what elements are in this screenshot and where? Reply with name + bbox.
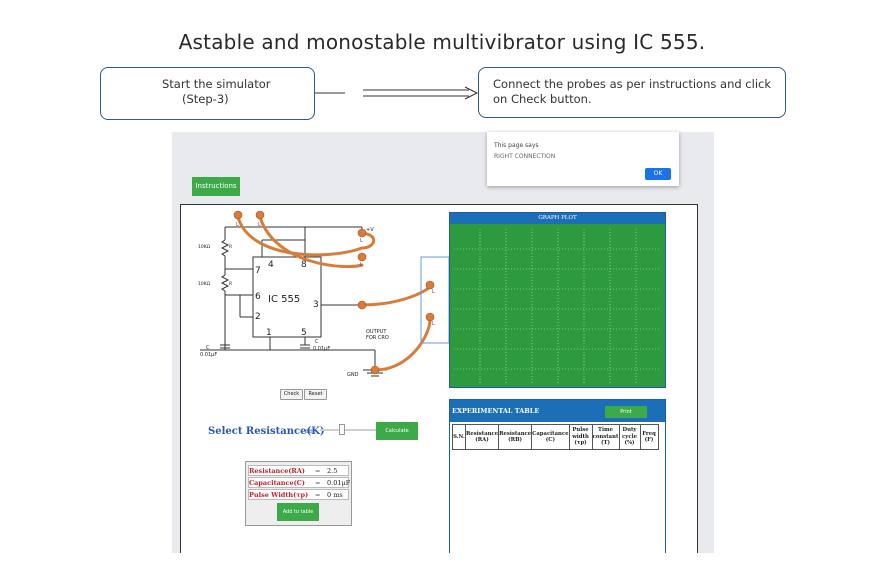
c-right-label: C xyxy=(315,339,319,345)
table-header-cell: Pulse width (τp) xyxy=(568,424,593,450)
pin-5: 5 xyxy=(301,328,307,338)
pin-8: 8 xyxy=(301,260,307,270)
experimental-table-title: EXPERIMENTAL TABLE xyxy=(452,407,540,415)
param-label: Pulse Width(τp) xyxy=(249,491,309,499)
ra-name: R xyxy=(229,244,232,250)
oscilloscope-grid xyxy=(454,229,661,384)
calculate-button[interactable]: Calculate xyxy=(376,422,418,440)
resistance-slider-thumb[interactable] xyxy=(339,424,346,435)
rb-name: R xyxy=(229,281,232,287)
table-header-cell: Time constant (T) xyxy=(591,424,620,450)
page-title: Astable and monostable multivibrator usi… xyxy=(178,30,706,54)
check-button[interactable]: Check xyxy=(280,389,303,400)
probe-terminal-8[interactable] xyxy=(425,312,435,322)
probe-label-5: L xyxy=(432,289,435,295)
table-header-cell: Duty cycle (%) xyxy=(618,424,641,450)
experimental-table: S.N. Resistance (RA) Resistance (RB) Cap… xyxy=(452,424,659,450)
select-resistance-label: Select Resistance(K) xyxy=(208,426,325,437)
probe-label-1: L xyxy=(236,222,239,228)
param-value: 0.01μF xyxy=(327,479,351,487)
pin-4: 4 xyxy=(268,260,274,270)
param-value: 0 ms xyxy=(327,491,343,499)
circuit-diagram: IC 555 4 8 7 6 2 3 1 5 10KΩ R 10KΩ R +V … xyxy=(198,210,450,378)
probe-terminal-5[interactable] xyxy=(357,300,367,310)
add-to-table-button[interactable]: Add to table xyxy=(277,503,319,521)
probe-terminal-3[interactable] xyxy=(357,228,367,238)
output-label-2: FOR CRO xyxy=(366,335,389,341)
graph-plot-title: GRAPH PLOT xyxy=(450,213,665,224)
param-eq: = xyxy=(315,467,321,475)
dialog-ok-button[interactable]: OK xyxy=(645,168,671,180)
table-header-cell: Freq (F) xyxy=(639,424,659,450)
cro-input-box xyxy=(420,256,450,344)
c-left-label: C xyxy=(206,345,210,351)
graph-plot-panel: GRAPH PLOT xyxy=(449,212,666,388)
table-header-cell: Resistance (RB) xyxy=(498,424,533,450)
c-right-value: 0.01μF xyxy=(313,346,330,352)
output-label: OUTPUT xyxy=(366,329,387,335)
callout-right-line1: Connect the probes as per instructions a… xyxy=(493,77,772,91)
callout-left-line2: (Step-3) xyxy=(182,92,229,106)
param-label: Resistance(RA) xyxy=(249,467,305,475)
pin-3: 3 xyxy=(313,300,319,310)
pin-1: 1 xyxy=(266,328,272,338)
table-header-cell: Resistance (RA) xyxy=(464,424,500,450)
param-row-capacitance: Capacitance(C) = 0.01μF xyxy=(248,477,351,488)
ic-label: IC 555 xyxy=(268,294,300,305)
table-header-cell: Capacitance (C) xyxy=(531,424,570,450)
param-label: Capacitance(C) xyxy=(249,479,305,487)
dialog-heading: This page says xyxy=(494,142,539,149)
probe-terminal-1[interactable] xyxy=(233,210,243,220)
instructions-button[interactable]: Instructions xyxy=(192,177,240,196)
callout-connect-probes: Connect the probes as per instructions a… xyxy=(478,67,786,118)
select-resistance-eq: = xyxy=(305,426,314,437)
experimental-table-panel: EXPERIMENTAL TABLE Print S.N. Resistance… xyxy=(449,399,666,553)
alert-dialog: This page says RIGHT CONNECTION OK xyxy=(487,132,679,186)
probe-terminal-2[interactable] xyxy=(255,210,265,220)
ra-value: 10KΩ xyxy=(198,244,211,250)
reset-button[interactable]: Reset xyxy=(304,389,327,400)
table-header-cell: S.N. xyxy=(452,424,466,450)
probe-label-2: L xyxy=(258,222,261,228)
rb-value: 10KΩ xyxy=(198,281,211,287)
dialog-message: RIGHT CONNECTION xyxy=(494,153,556,160)
probe-terminal-6[interactable] xyxy=(370,365,380,375)
probe-label-6: L xyxy=(432,321,435,327)
param-row-pulse-width: Pulse Width(τp) = 0 ms xyxy=(248,489,349,500)
pin-7: 7 xyxy=(255,266,261,276)
table-header-row: S.N. Resistance (RA) Resistance (RB) Cap… xyxy=(452,424,659,450)
callout-start-simulator: Start the simulator (Step-3) xyxy=(100,67,315,120)
experimental-table-header: EXPERIMENTAL TABLE Print xyxy=(450,400,665,422)
probe-label-4: L xyxy=(360,262,363,268)
param-eq: = xyxy=(315,491,321,499)
callout-right-line2: on Check button. xyxy=(493,92,592,106)
gnd-label: GND xyxy=(347,372,359,378)
probe-terminal-7[interactable] xyxy=(425,280,435,290)
param-row-resistance: Resistance(RA) = 2.5 KΩ xyxy=(248,465,349,485)
print-button[interactable]: Print xyxy=(605,406,647,418)
c-left-value: 0.01μF xyxy=(200,352,217,358)
probe-terminal-4[interactable] xyxy=(357,252,367,262)
vcc-label: +V xyxy=(366,227,374,233)
param-eq: = xyxy=(315,479,321,487)
probe-label-3: L xyxy=(360,238,363,244)
pin-2: 2 xyxy=(255,312,261,322)
callout-left-line1: Start the simulator xyxy=(162,77,271,91)
resistance-slider[interactable] xyxy=(320,429,376,431)
callout-arrow xyxy=(315,86,479,100)
pin-6: 6 xyxy=(255,292,261,302)
